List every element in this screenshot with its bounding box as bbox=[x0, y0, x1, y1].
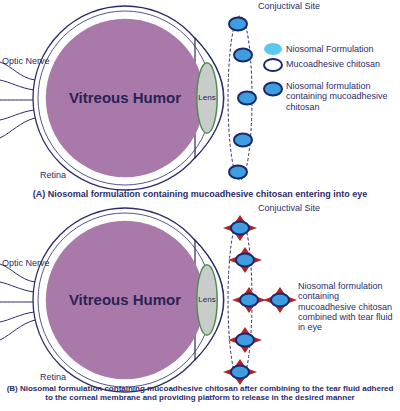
node-text: Lens bbox=[198, 94, 215, 103]
node-text: Lens bbox=[198, 296, 215, 305]
node-body: Lens bbox=[196, 62, 218, 134]
lens-shape: Lens bbox=[196, 62, 218, 134]
legend-text: Niosomal formulation containing mucoadhe… bbox=[298, 281, 398, 333]
node-body: Vitreous Humor bbox=[45, 18, 205, 178]
vitreous-body: Vitreous Humor bbox=[45, 220, 205, 380]
site-label: Conjuctival Site bbox=[258, 203, 398, 213]
panel-caption: (B) Niosomal formulation containing muco… bbox=[4, 384, 396, 402]
legend-text: Mucoadhesive chitosan bbox=[286, 59, 398, 69]
panel-caption: (A) Niosomal formulation containing muco… bbox=[5, 189, 395, 199]
node-body: Vitreous Humor bbox=[45, 220, 205, 380]
node-body: Lens bbox=[196, 264, 218, 336]
part-label: Optic Nerve bbox=[2, 56, 62, 66]
part-label: Retina bbox=[40, 372, 90, 382]
part-label: Optic Nerve bbox=[2, 258, 62, 268]
node-text: Vitreous Humor bbox=[69, 292, 181, 309]
lens-shape: Lens bbox=[196, 264, 218, 336]
legend-swatch bbox=[264, 43, 282, 55]
node-text: Vitreous Humor bbox=[69, 90, 181, 107]
site-label: Conjuctival Site bbox=[258, 1, 398, 11]
part-label: Retina bbox=[40, 170, 90, 180]
legend-text: Niosomal formulation containing mucoadhe… bbox=[286, 81, 398, 112]
vitreous-body: Vitreous Humor bbox=[45, 18, 205, 178]
legend-text: Niosomal Formulation bbox=[286, 44, 398, 54]
